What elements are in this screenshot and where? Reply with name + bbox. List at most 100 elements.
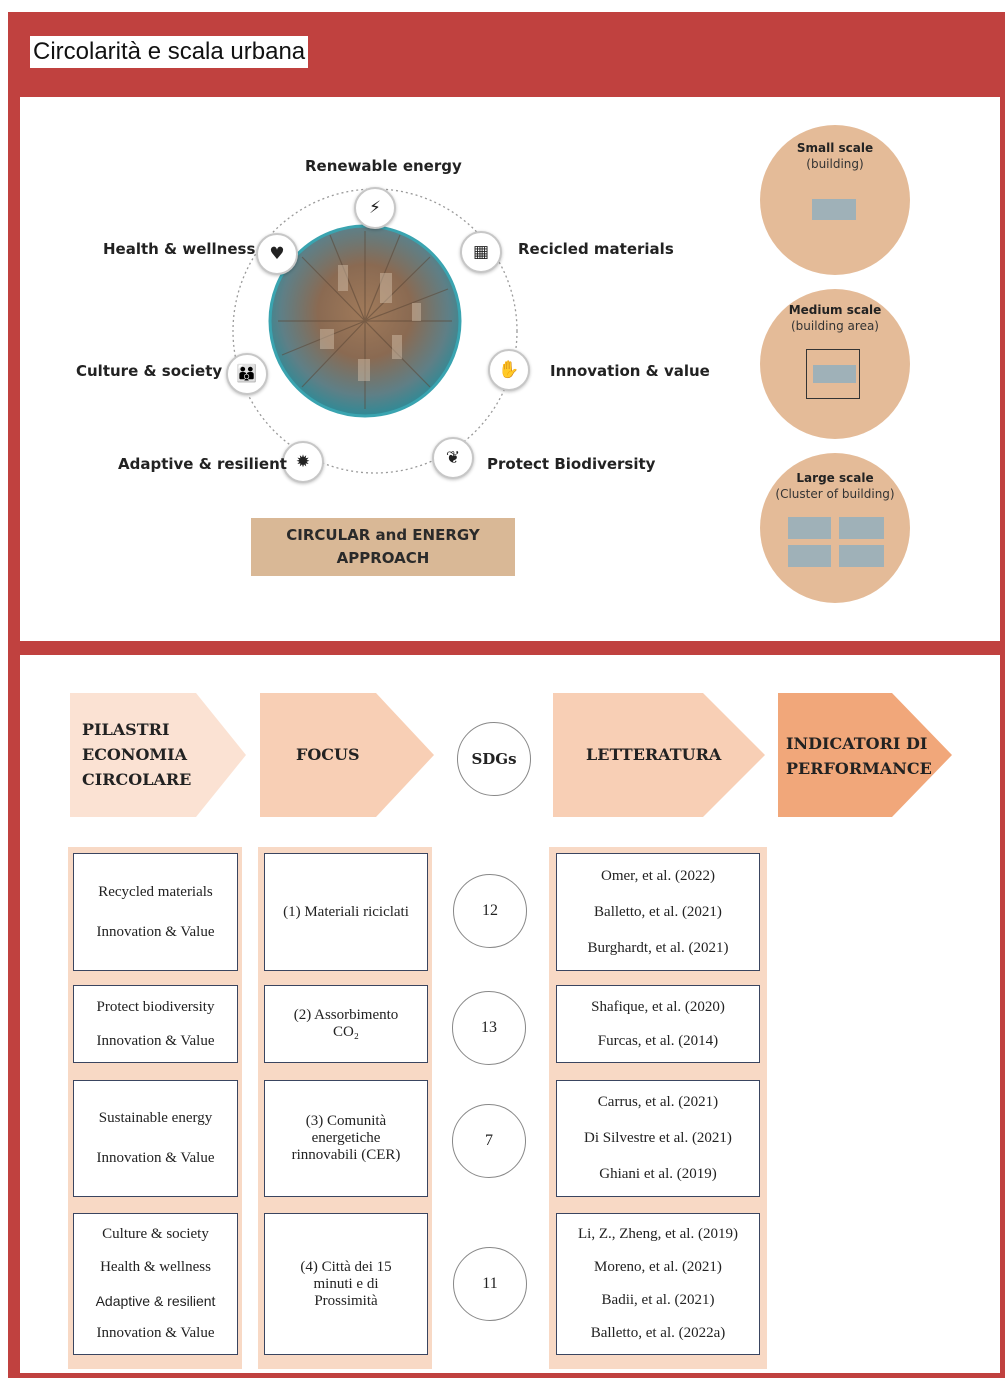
pillar-text: Protect biodiversity	[96, 998, 215, 1015]
focus-text: (4) Città dei 15	[300, 1258, 392, 1275]
label-recicled-materials: Recicled materials	[518, 240, 674, 258]
pillars-box: Recycled materials Innovation & Value	[73, 853, 238, 971]
pillar-text: Health & wellness	[100, 1259, 211, 1276]
label-renewable-energy: Renewable energy	[305, 157, 462, 175]
header-indicatori-line-2: PERFORMANCE	[786, 759, 932, 778]
building-shape	[788, 545, 831, 567]
header-sdgs: SDGs	[457, 722, 531, 796]
focus-text: (1) Materiali riciclati	[283, 903, 409, 920]
pillar-text: Innovation & Value	[96, 923, 215, 940]
circularity-panel: ⚡ ▦ ✋ ❦ ✹ 👪 ♥ Renewable energy Recicled …	[20, 97, 1000, 641]
label-health-wellness: Health & wellness	[103, 240, 256, 258]
focus-text: Prossimità	[314, 1292, 378, 1309]
header-pilastri-line-3: CIRCOLARE	[82, 770, 192, 789]
leaves-icon: ❦	[432, 437, 474, 479]
literature-box: Li, Z., Zheng, et al. (2019) Moreno, et …	[556, 1213, 760, 1355]
literature-ref: Moreno, et al. (2021)	[594, 1259, 722, 1275]
approach-line-1: CIRCULAR and ENERGY	[286, 526, 480, 544]
sdg-circle: 7	[452, 1104, 526, 1178]
small-scale-circle: Small scale (building)	[760, 125, 910, 275]
pillars-box: Sustainable energy Innovation & Value	[73, 1080, 238, 1197]
hand-sprout-icon: ✋	[488, 349, 530, 391]
pillar-text: Sustainable energy	[98, 1110, 213, 1127]
city-globe-image	[268, 224, 462, 418]
arrow-indicatori	[778, 693, 952, 817]
literature-box: Shafique, et al. (2020) Furcas, et al. (…	[556, 985, 760, 1063]
header-pilastri-line-2: ECONOMIA	[82, 745, 188, 764]
focus-box: (1) Materiali riciclati	[264, 853, 428, 971]
building-shape	[839, 517, 884, 539]
label-culture-society: Culture & society	[76, 362, 223, 380]
building-shape	[788, 517, 831, 539]
literature-ref: Ghiani et al. (2019)	[599, 1165, 717, 1182]
focus-text: rinnovabili (CER)	[291, 1147, 401, 1163]
building-shape	[813, 365, 856, 383]
literature-ref: Shafique, et al. (2020)	[591, 998, 725, 1015]
focus-text: (3) Comunità	[305, 1113, 387, 1129]
people-icon: 👪	[226, 353, 268, 395]
bricks-icon: ▦	[460, 231, 502, 273]
header-pilastri: PILASTRI ECONOMIA CIRCOLARE	[82, 717, 191, 792]
pillar-text: Recycled materials	[98, 883, 213, 900]
building-shape	[812, 199, 856, 220]
sdg-circle: 11	[453, 1247, 527, 1321]
lightning-icon: ⚡	[354, 187, 396, 229]
literature-ref: Burghardt, et al. (2021)	[587, 939, 729, 956]
literature-ref: Furcas, et al. (2014)	[597, 1032, 719, 1049]
focus-box: (3) Comunità energetiche rinnovabili (CE…	[264, 1080, 428, 1197]
pillar-text: Adaptive & resilient	[95, 1292, 216, 1309]
approach-box: CIRCULAR and ENERGY APPROACH	[251, 518, 515, 576]
focus-text: minuti e di	[313, 1275, 379, 1292]
medium-scale-circle: Medium scale (building area)	[760, 289, 910, 439]
pillar-text: Culture & society	[102, 1226, 209, 1243]
arrow-pilastri	[70, 693, 246, 817]
label-protect-biodiversity: Protect Biodiversity	[487, 455, 656, 473]
pillar-text: Innovation & Value	[96, 1324, 215, 1341]
pillar-text: Innovation & Value	[96, 1032, 215, 1049]
focus-text: (2) Assorbimento	[293, 1007, 399, 1023]
building-area-outline	[806, 349, 860, 399]
approach-line-2: APPROACH	[336, 549, 430, 567]
sdg-circle: 12	[453, 874, 527, 948]
page-title: Circolarità e scala urbana	[30, 36, 309, 68]
pillars-box: Culture & society Health & wellness Adap…	[73, 1213, 238, 1355]
large-scale-title: Large scale	[796, 471, 874, 485]
header-pilastri-line-1: PILASTRI	[82, 720, 170, 739]
literature-ref: Balletto, et al. (2022a)	[590, 1325, 726, 1341]
header-focus: FOCUS	[296, 745, 360, 764]
dotted-ring	[232, 188, 518, 474]
arrow-focus	[260, 693, 434, 817]
circle-diagram	[232, 188, 518, 474]
arrow-letteratura	[553, 693, 765, 817]
sun-gear-icon: ✹	[282, 441, 324, 483]
medium-scale-title: Medium scale	[788, 303, 882, 317]
building-shape	[839, 545, 884, 567]
focus-box: (2) Assorbimento CO₂	[264, 985, 428, 1063]
header-indicatori-line-1: INDICATORI DI	[786, 734, 928, 753]
small-scale-subtitle: (building)	[806, 157, 864, 171]
label-adaptive-resilient: Adaptive & resilient	[118, 455, 287, 473]
header-indicatori: INDICATORI DI PERFORMANCE	[786, 731, 932, 781]
literature-ref: Carrus, et al. (2021)	[597, 1094, 719, 1111]
header-letteratura: LETTERATURA	[586, 745, 722, 764]
literature-box: Omer, et al. (2022) Balletto, et al. (20…	[556, 853, 760, 971]
literature-ref: Di Silvestre et al. (2021)	[584, 1129, 732, 1146]
medium-scale-subtitle: (building area)	[790, 319, 879, 333]
focus-text: CO₂	[332, 1024, 360, 1040]
literature-box: Carrus, et al. (2021) Di Silvestre et al…	[556, 1080, 760, 1197]
literature-ref: Omer, et al. (2022)	[601, 867, 715, 884]
literature-ref: Li, Z., Zheng, et al. (2019)	[578, 1226, 738, 1242]
pillars-box: Protect biodiversity Innovation & Value	[73, 985, 238, 1063]
large-scale-subtitle: (Cluster of building)	[775, 487, 895, 501]
heart-icon: ♥	[256, 233, 298, 275]
literature-ref: Badii, et al. (2021)	[601, 1292, 715, 1308]
small-scale-title: Small scale	[796, 141, 874, 155]
label-innovation-value: Innovation & value	[550, 362, 710, 380]
large-scale-circle: Large scale (Cluster of building)	[760, 453, 910, 603]
pillar-text: Innovation & Value	[96, 1149, 215, 1166]
focus-box: (4) Città dei 15 minuti e di Prossimità	[264, 1213, 428, 1355]
focus-text: energetiche	[311, 1130, 381, 1146]
framework-panel: PILASTRI ECONOMIA CIRCOLARE FOCUS SDGs L…	[20, 655, 1000, 1373]
literature-ref: Balletto, et al. (2021)	[594, 903, 722, 920]
sdg-circle: 13	[452, 991, 526, 1065]
